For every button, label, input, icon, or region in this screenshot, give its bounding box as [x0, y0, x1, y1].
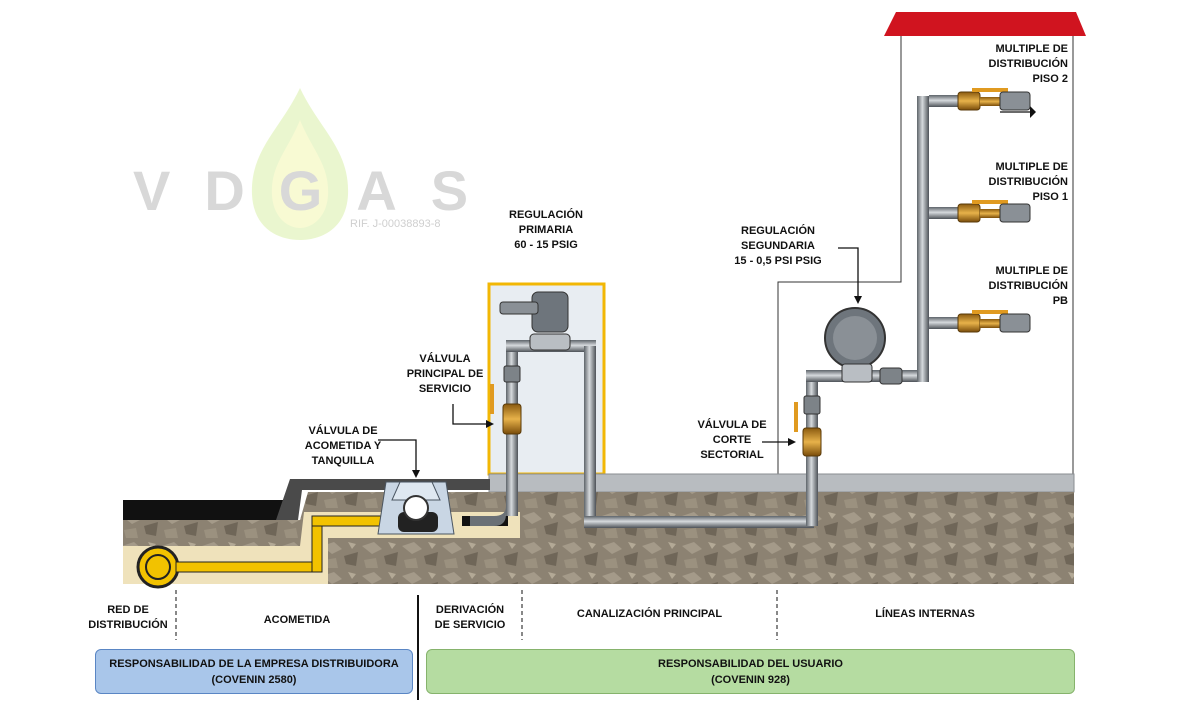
tanquilla-box: [377, 481, 455, 535]
responsibility-usuario: RESPONSABILIDAD DEL USUARIO (COVENIN 928…: [426, 649, 1075, 694]
manifold-piso2-icon: [929, 88, 1031, 111]
responsibility-usuario-title: RESPONSABILIDAD DEL USUARIO: [658, 657, 843, 670]
segment-acometida: ACOMETIDA: [263, 614, 331, 626]
distribution-main-pipe: [136, 545, 180, 589]
label-valvula-corte: VÁLVULA DE CORTE SECTORIAL: [697, 419, 767, 461]
segment-red-distribucion: RED DE DISTRIBUCIÓN: [88, 604, 168, 631]
logo-rif: RIF. J-00038893-8: [350, 218, 441, 230]
sectional-valve-icon: [794, 395, 822, 457]
responsibility-empresa-norm: (COVENIN 2580): [211, 673, 297, 686]
label-valvula-acometida: VÁLVULA DE ACOMETIDA Y TANQUILLA: [304, 425, 382, 467]
label-multiple-pb: MULTIPLE DE DISTRIBUCIÓN PB: [988, 265, 1068, 307]
sidewalk-slab: [488, 473, 1075, 493]
logo-drop-icon: [251, 88, 349, 240]
main-service-valve-icon: [490, 365, 522, 435]
primary-regulator-icon: [499, 291, 571, 351]
logo-wordmark: VDGAS: [133, 159, 503, 222]
responsibility-usuario-norm: (COVENIN 928): [711, 673, 790, 686]
manifold-pb-icon: [929, 310, 1031, 333]
label-multiple-piso2: MULTIPLE DE DISTRIBUCIÓN PISO 2: [988, 43, 1068, 85]
label-regulacion-secundaria: REGULACIÓN SEGUNDARIA 15 - 0,5 PSI PSIG: [734, 225, 822, 267]
label-regulacion-primaria: REGULACIÓN PRIMARIA 60 - 15 PSIG: [509, 209, 583, 251]
manifold-piso1-icon: [929, 200, 1031, 223]
callout-arrows: [378, 247, 859, 472]
secondary-regulator-icon: [824, 307, 903, 385]
segment-dividers: [175, 590, 778, 700]
responsibility-empresa: RESPONSABILIDAD DE LA EMPRESA DISTRIBUID…: [95, 649, 413, 694]
asphalt-road: [123, 500, 283, 520]
segment-canalizacion: CANALIZACIÓN PRINCIPAL: [576, 608, 723, 620]
responsibility-empresa-title: RESPONSABILIDAD DE LA EMPRESA DISTRIBUID…: [109, 657, 399, 670]
label-multiple-piso1: MULTIPLE DE DISTRIBUCIÓN PISO 1: [988, 161, 1068, 203]
label-valvula-principal: VÁLVULA PRINCIPAL DE SERVICIO: [406, 353, 484, 395]
arrow-heads: [412, 106, 1036, 478]
segment-derivacion: DERIVACIÓN DE SERVICIO: [434, 604, 506, 631]
segment-lineas-internas: LÍNEAS INTERNAS: [875, 608, 975, 620]
house-outline: [777, 12, 1086, 474]
